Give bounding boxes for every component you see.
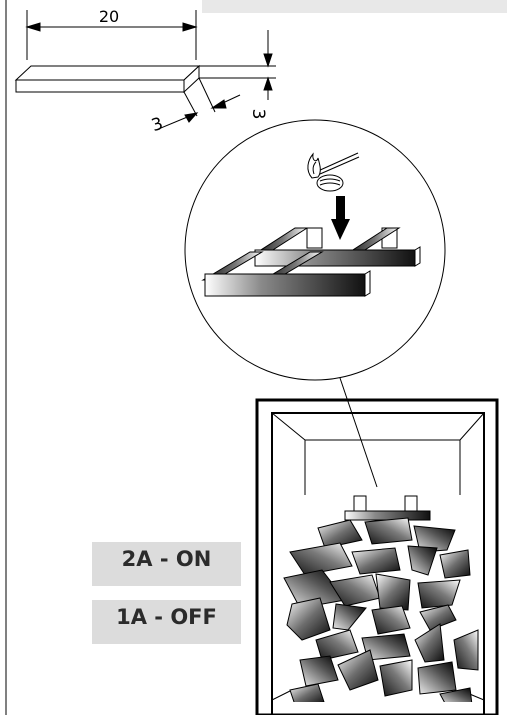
match-icon	[307, 152, 360, 179]
sauna-stones	[283, 517, 479, 702]
header-band	[202, 0, 507, 13]
dimension-height-label: 3	[248, 109, 268, 120]
wood-sticks-on-stones	[344, 495, 431, 521]
leader-line	[339, 377, 378, 488]
dimension-drawing	[14, 10, 276, 131]
wood-sticks-magnified	[201, 227, 421, 297]
heater-box	[255, 398, 499, 715]
label-1a-off: 1A - OFF	[92, 600, 241, 644]
label-2a-on: 2A - ON	[92, 542, 241, 586]
down-arrow-icon	[331, 196, 350, 240]
dimension-length-label: 20	[99, 7, 119, 26]
dimension-width-label: 3	[149, 114, 165, 136]
fire-starter-icon	[316, 174, 344, 192]
